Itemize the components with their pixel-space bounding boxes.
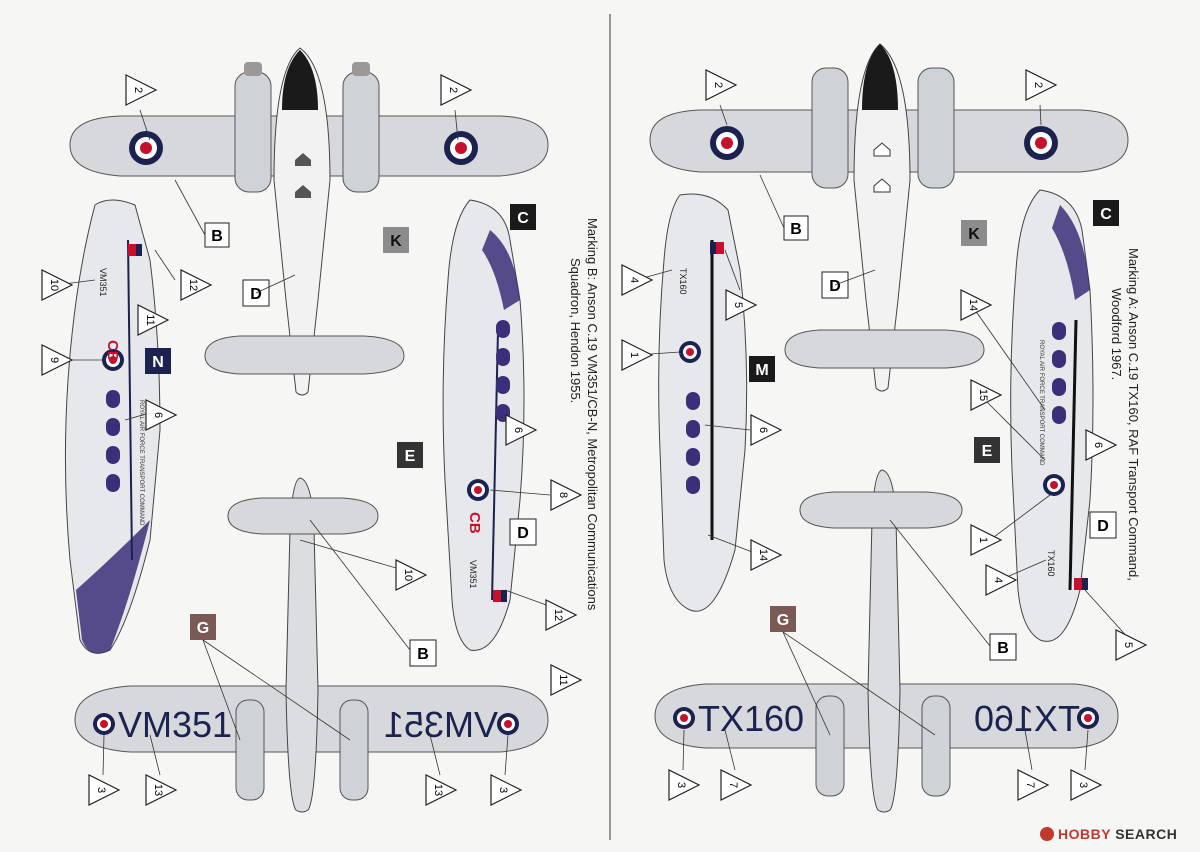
svg-text:B: B xyxy=(211,228,223,245)
marking-a-top-view xyxy=(649,43,1129,392)
letter-box-c-right: C xyxy=(1093,200,1119,226)
svg-text:E: E xyxy=(405,448,416,465)
caption-marking-b: Marking B: Anson C.19 VM351/CB-N, Metrop… xyxy=(567,218,601,610)
svg-text:9: 9 xyxy=(48,357,60,363)
svg-text:14: 14 xyxy=(757,549,769,561)
svg-text:5: 5 xyxy=(732,302,744,308)
svg-text:11: 11 xyxy=(557,674,569,685)
svg-text:15: 15 xyxy=(977,389,989,401)
letter-box-k-right: K xyxy=(961,220,987,246)
svg-text:D: D xyxy=(250,286,262,303)
serial-a-bottom-left: TX160 xyxy=(698,698,804,739)
watermark-prefix: HOBBY xyxy=(1058,826,1111,842)
svg-text:D: D xyxy=(517,525,529,542)
letter-box-d-right-2: D xyxy=(1089,511,1117,539)
svg-text:3: 3 xyxy=(675,782,687,788)
serial-b-bottom-left: VM351 xyxy=(118,704,232,745)
svg-text:B: B xyxy=(417,646,429,663)
letter-box-g-left: G xyxy=(190,614,216,640)
svg-text:3: 3 xyxy=(1077,782,1089,788)
marking-b-side-view-left: CB xyxy=(64,199,161,654)
fuselage-lettering-b: ROYAL AIR FORCE TRANSPORT COMMAND xyxy=(138,400,144,526)
svg-text:B: B xyxy=(790,221,802,238)
letter-box-n: N xyxy=(145,348,171,374)
svg-text:6: 6 xyxy=(512,427,524,433)
serial-a-bottom-right: TX160 xyxy=(974,698,1080,739)
svg-text:G: G xyxy=(197,620,209,637)
caption-marking-a-line2: Woodford 1967. xyxy=(1109,288,1124,381)
svg-text:C: C xyxy=(517,210,529,227)
svg-text:7: 7 xyxy=(727,782,739,788)
callout-triangles: 2 2 10 9 12 11 6 6 8 10 12 11 3 13 13 3 … xyxy=(41,69,1147,806)
svg-text:C: C xyxy=(1100,206,1112,223)
watermark-suffix: SEARCH xyxy=(1115,826,1178,842)
serial-a-side-right: TX160 xyxy=(1046,550,1056,577)
svg-text:3: 3 xyxy=(497,787,509,793)
letter-box-e-left: E xyxy=(397,442,423,468)
svg-text:14: 14 xyxy=(967,299,979,311)
svg-text:M: M xyxy=(755,362,768,379)
leader-lines xyxy=(55,104,1131,776)
letter-box-b-right-2: B xyxy=(989,633,1017,661)
watermark-logo-icon xyxy=(1040,827,1054,841)
svg-text:6: 6 xyxy=(1092,442,1104,448)
svg-text:1: 1 xyxy=(628,352,640,358)
svg-text:D: D xyxy=(1097,518,1109,535)
svg-text:10: 10 xyxy=(48,279,60,291)
caption-marking-b-line2: Squadron, Hendon 1955. xyxy=(568,258,583,404)
svg-text:12: 12 xyxy=(187,279,199,291)
svg-text:13: 13 xyxy=(152,784,164,796)
letter-box-d-left: D xyxy=(242,279,270,307)
letter-box-g-right: G xyxy=(770,606,796,632)
caption-marking-b-line1: Marking B: Anson C.19 VM351/CB-N, Metrop… xyxy=(585,218,600,611)
svg-text:B: B xyxy=(997,640,1009,657)
marking-b-top-view xyxy=(69,47,549,396)
serial-b-side-right: VM351 xyxy=(468,560,478,589)
serial-b-bottom-right: VM351 xyxy=(384,704,498,745)
svg-text:10: 10 xyxy=(402,569,414,581)
svg-text:D: D xyxy=(829,278,841,295)
serial-b-side-left: VM351 xyxy=(98,268,108,297)
svg-text:E: E xyxy=(982,443,993,460)
watermark: HOBBY SEARCH xyxy=(1040,826,1177,842)
svg-text:N: N xyxy=(152,354,164,371)
svg-text:6: 6 xyxy=(757,427,769,433)
letter-box-k-left: K xyxy=(383,227,409,253)
svg-text:11: 11 xyxy=(144,314,156,325)
svg-text:2: 2 xyxy=(447,87,459,93)
marking-a-side-view-left xyxy=(658,193,748,612)
letter-box-b-right: B xyxy=(783,215,809,241)
letter-box-c-left: C xyxy=(510,204,536,230)
svg-text:CB: CB xyxy=(104,340,121,362)
svg-text:G: G xyxy=(777,612,789,629)
letter-box-e-right: E xyxy=(974,437,1000,463)
serial-a-side-left: TX160 xyxy=(678,268,688,295)
marking-a-bottom-view xyxy=(654,469,1119,813)
svg-text:CB: CB xyxy=(466,512,483,534)
marking-a-side-view-right xyxy=(1010,189,1094,642)
svg-text:4: 4 xyxy=(628,277,640,283)
letter-box-d-left-2: D xyxy=(509,518,537,546)
svg-text:5: 5 xyxy=(1122,642,1134,648)
letter-box-b-left: B xyxy=(204,222,230,248)
fuselage-lettering-a: ROYAL AIR FORCE TRANSPORT COMMAND xyxy=(1038,340,1044,466)
letter-box-b-left-2: B xyxy=(409,639,437,667)
caption-marking-a-line1: Marking A: Anson C.19 TX160, RAF Transpo… xyxy=(1126,248,1141,581)
caption-marking-a: Marking A: Anson C.19 TX160, RAF Transpo… xyxy=(1108,248,1142,581)
svg-text:1: 1 xyxy=(977,537,989,543)
callout-2: 2 xyxy=(132,87,144,93)
svg-text:2: 2 xyxy=(712,82,724,88)
svg-text:K: K xyxy=(390,233,402,250)
svg-text:12: 12 xyxy=(552,609,564,621)
svg-text:4: 4 xyxy=(992,577,1004,583)
svg-text:K: K xyxy=(968,226,980,243)
svg-text:2: 2 xyxy=(1032,82,1044,88)
svg-text:7: 7 xyxy=(1024,782,1036,788)
svg-text:3: 3 xyxy=(95,787,107,793)
letter-box-m: M xyxy=(749,356,775,382)
svg-text:8: 8 xyxy=(557,492,569,498)
svg-text:13: 13 xyxy=(432,784,444,796)
svg-text:6: 6 xyxy=(152,412,164,418)
